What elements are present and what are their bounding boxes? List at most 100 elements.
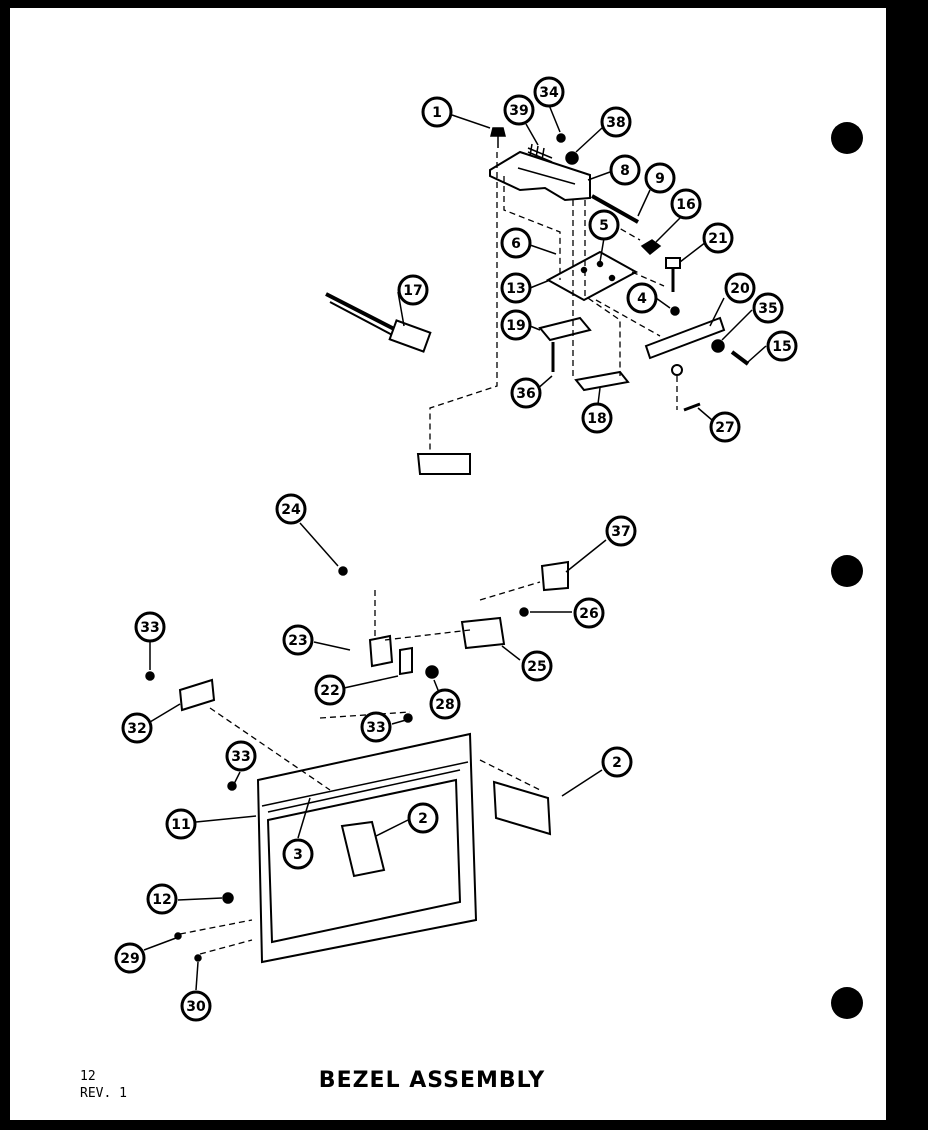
- callout-number: 27: [715, 420, 734, 436]
- callout-circle: [314, 674, 346, 706]
- callout-3: 3: [282, 838, 314, 870]
- switch-22: [399, 646, 413, 676]
- callout-39: 39: [503, 94, 535, 126]
- callout-circle: [605, 515, 637, 547]
- callout-20: 20: [724, 272, 756, 304]
- hinge-20: [644, 316, 726, 360]
- callout-number: 2: [612, 755, 622, 771]
- callout-circle: [134, 611, 166, 643]
- page-sheet: [10, 8, 886, 1120]
- callout-number: 9: [655, 171, 665, 187]
- callout-number: 24: [281, 502, 301, 518]
- pin-27: [683, 402, 701, 412]
- switch-bracket: [416, 453, 471, 475]
- callout-18: 18: [581, 402, 613, 434]
- callout-number: 19: [506, 318, 525, 334]
- callout-circle: [146, 883, 178, 915]
- callout-23: 23: [282, 624, 314, 656]
- callout-number: 36: [516, 386, 535, 402]
- screw-26: [519, 607, 529, 617]
- washer-lower: [671, 364, 683, 376]
- callout-17: 17: [397, 274, 429, 306]
- callout-number: 28: [435, 697, 454, 713]
- callout-circle: [282, 838, 314, 870]
- mount-plate-13: [545, 250, 639, 302]
- callout-circle: [702, 222, 734, 254]
- callout-circle: [600, 106, 632, 138]
- callout-circle: [533, 76, 565, 108]
- callout-27: 27: [709, 411, 741, 443]
- callout-number: 33: [366, 720, 385, 736]
- callout-number: 16: [676, 197, 695, 213]
- diagram-title: BEZEL ASSEMBLY: [319, 1068, 545, 1093]
- callout-2: 2: [601, 746, 633, 778]
- callout-number: 32: [127, 721, 146, 737]
- callout-circle: [766, 330, 798, 362]
- callout-circle: [521, 650, 553, 682]
- callout-circle: [588, 209, 620, 241]
- callout-number: 35: [758, 301, 777, 317]
- callout-number: 20: [730, 281, 750, 297]
- callout-number: 18: [587, 411, 606, 427]
- callout-32: 32: [121, 712, 153, 744]
- callout-number: 6: [511, 236, 521, 252]
- callout-number: 5: [599, 218, 609, 234]
- callout-number: 23: [288, 633, 307, 649]
- callout-number: 12: [152, 892, 171, 908]
- callout-circle: [407, 802, 439, 834]
- top-bracket-plate: [489, 150, 591, 202]
- callout-33: 33: [360, 711, 392, 743]
- callout-29: 29: [114, 942, 146, 974]
- callout-circle: [500, 227, 532, 259]
- callout-number: 38: [606, 115, 625, 131]
- callout-circle: [724, 272, 756, 304]
- bracket-18: [574, 370, 630, 392]
- washer-4: [670, 306, 680, 316]
- callout-circle: [670, 188, 702, 220]
- callout-24: 24: [275, 493, 307, 525]
- callout-circle: [429, 688, 461, 720]
- callout-9: 9: [644, 162, 676, 194]
- callout-number: 15: [772, 339, 791, 355]
- callout-circle: [114, 942, 146, 974]
- bracket-2-inner: [340, 820, 386, 878]
- callout-13: 13: [500, 272, 532, 304]
- callout-number: 21: [708, 231, 727, 247]
- callout-number: 13: [506, 281, 525, 297]
- callout-number: 4: [637, 291, 647, 307]
- punch-hole-bottom: [831, 987, 863, 1019]
- nut-28: [425, 665, 439, 679]
- screw-24: [338, 566, 348, 576]
- callout-circle: [275, 493, 307, 525]
- revision-label: REV. 1: [80, 1086, 127, 1101]
- callout-37: 37: [605, 515, 637, 547]
- spring-part: [527, 143, 553, 163]
- callout-circle: [165, 808, 197, 840]
- plate-37: [540, 560, 569, 592]
- callout-leaders: [143, 104, 767, 991]
- screw-15: [730, 350, 750, 366]
- callout-36: 36: [510, 377, 542, 409]
- callout-circle: [500, 272, 532, 304]
- callout-number: 29: [120, 951, 139, 967]
- callout-circle: [397, 274, 429, 306]
- callout-number: 33: [140, 620, 159, 636]
- callout-number: 26: [579, 606, 598, 622]
- screw-33-left: [145, 671, 155, 681]
- callout-circle: [581, 402, 613, 434]
- callout-38: 38: [600, 106, 632, 138]
- callout-2: 2: [407, 802, 439, 834]
- clip-16: [640, 239, 662, 256]
- callout-circle: [180, 990, 212, 1022]
- screw-30: [194, 954, 202, 962]
- callout-6: 6: [500, 227, 532, 259]
- bolt-21-head: [665, 257, 681, 269]
- callout-number: 22: [320, 683, 339, 699]
- nut-35: [711, 339, 725, 353]
- callout-number: 33: [231, 749, 250, 765]
- callout-4: 4: [626, 282, 658, 314]
- screw-1: [490, 127, 506, 137]
- callout-25: 25: [521, 650, 553, 682]
- callout-30: 30: [180, 990, 212, 1022]
- callout-circle: [573, 597, 605, 629]
